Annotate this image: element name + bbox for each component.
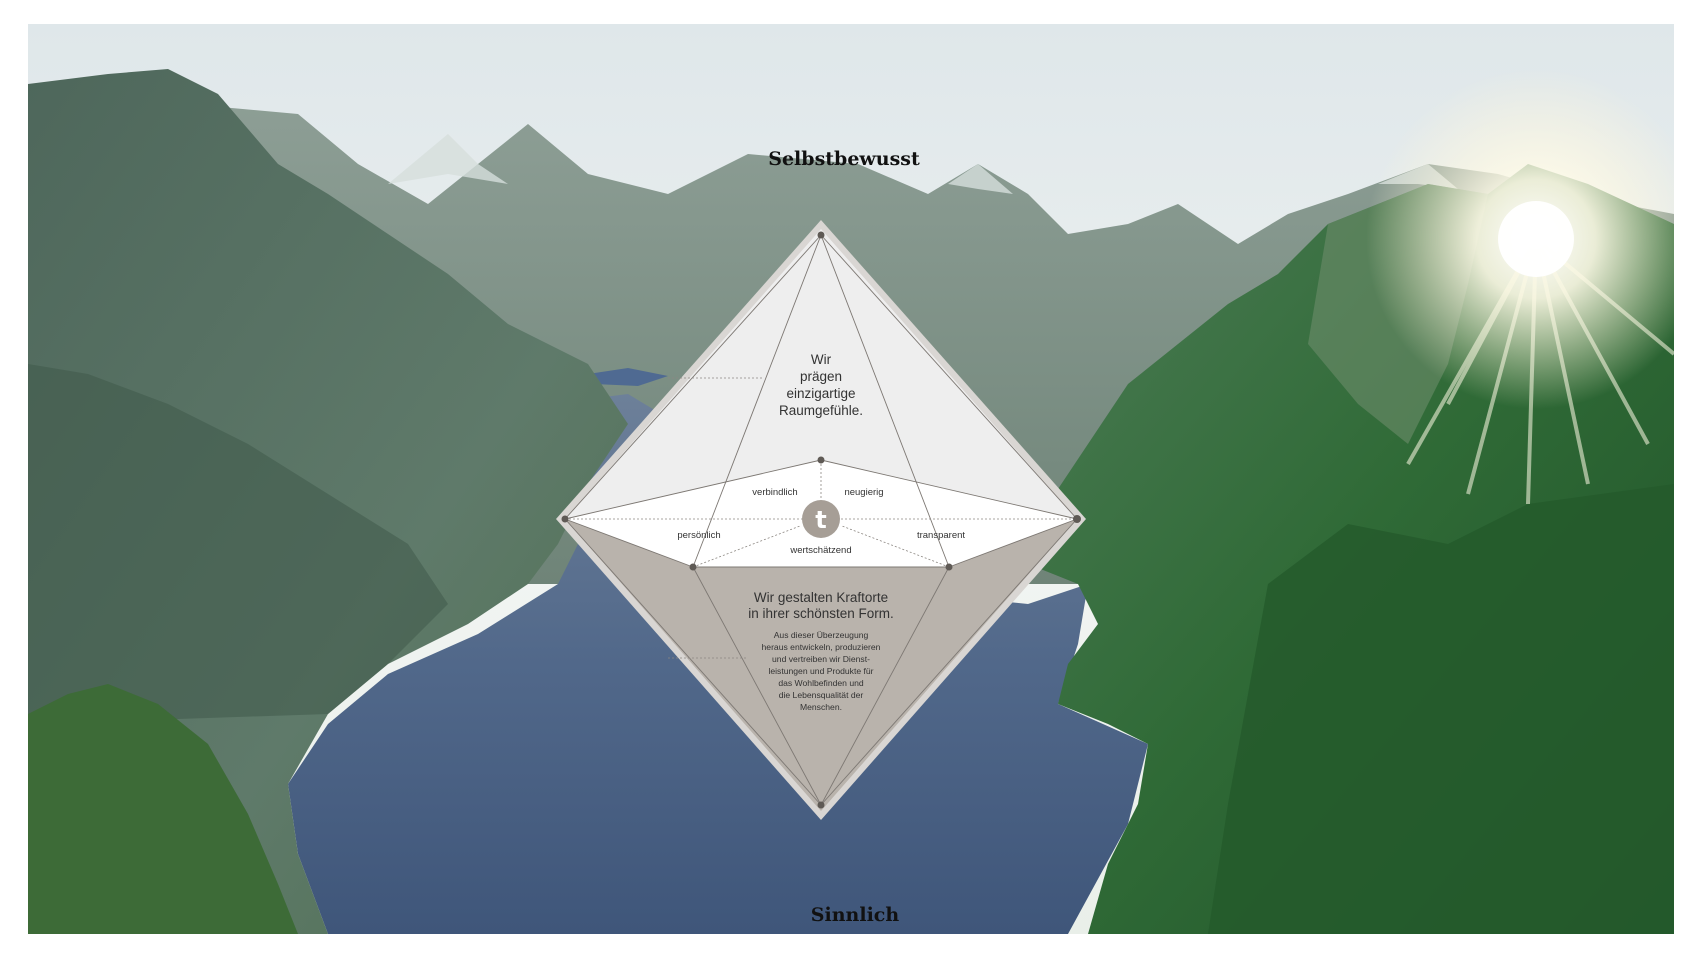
diamond-lower-face bbox=[565, 519, 1077, 811]
value-verbindlich: verbindlich bbox=[752, 487, 797, 498]
brand-logo-letter: t bbox=[815, 506, 826, 534]
upper-statement-line: einzigartige bbox=[786, 386, 855, 401]
left-foreground-hill bbox=[28, 684, 298, 934]
upper-statement-line: Raumgefühle. bbox=[779, 403, 863, 418]
right-foreground-slope bbox=[1208, 484, 1674, 934]
brand-logo-circle bbox=[802, 500, 840, 538]
upper-statement-line: prägen bbox=[800, 369, 842, 384]
value-transparent: transparent bbox=[917, 530, 965, 541]
value-neugierig: neugierig bbox=[844, 487, 883, 498]
left-ridge-shadow bbox=[28, 364, 448, 724]
upper-statement-line: Wir bbox=[811, 352, 832, 367]
upper-statement: Wir prägen einzigartige Raumgefühle. bbox=[779, 352, 863, 418]
brand-values: verbindlich neugierig persönlich transpa… bbox=[677, 487, 965, 556]
diamond-vertices bbox=[561, 231, 1081, 809]
sun bbox=[1498, 201, 1574, 277]
lower-body-line: die Lebensqualität der bbox=[779, 690, 864, 700]
bottom-heading: Sinnlich bbox=[810, 904, 900, 926]
diamond-upper-face bbox=[556, 229, 1077, 519]
landscape-backdrop: t Wir prägen einzigartige Raumgefühle. v… bbox=[28, 24, 1674, 934]
lower-body-line: heraus entwickeln, produzieren bbox=[762, 642, 881, 652]
small-lake bbox=[588, 368, 668, 386]
lower-body-line: leistungen und Produkte für bbox=[768, 666, 873, 676]
value-persoenlich: persönlich bbox=[677, 530, 720, 541]
top-heading: Selbstbewusst bbox=[768, 148, 920, 170]
lower-body-line: Aus dieser Überzeugung bbox=[774, 630, 869, 640]
lower-body-line: Menschen. bbox=[800, 702, 842, 712]
lower-statement-title: Wir gestalten Kraftorte in ihrer schönst… bbox=[748, 590, 894, 621]
lower-title-line: Wir gestalten Kraftorte bbox=[754, 590, 888, 605]
lower-body-line: das Wohlbefinden und bbox=[778, 678, 864, 688]
lower-title-line: in ihrer schönsten Form. bbox=[748, 606, 894, 621]
brand-diamond: t Wir prägen einzigartige Raumgefühle. v… bbox=[556, 220, 1086, 820]
lower-statement-body: Aus dieser Überzeugung heraus entwickeln… bbox=[762, 630, 881, 712]
value-wertschaetzend: wertschätzend bbox=[789, 545, 851, 556]
diamond-lines bbox=[564, 234, 1078, 806]
lower-body-line: und vertreiben wir Dienst- bbox=[772, 654, 870, 664]
landscape-illustration: t Wir prägen einzigartige Raumgefühle. v… bbox=[28, 24, 1674, 934]
